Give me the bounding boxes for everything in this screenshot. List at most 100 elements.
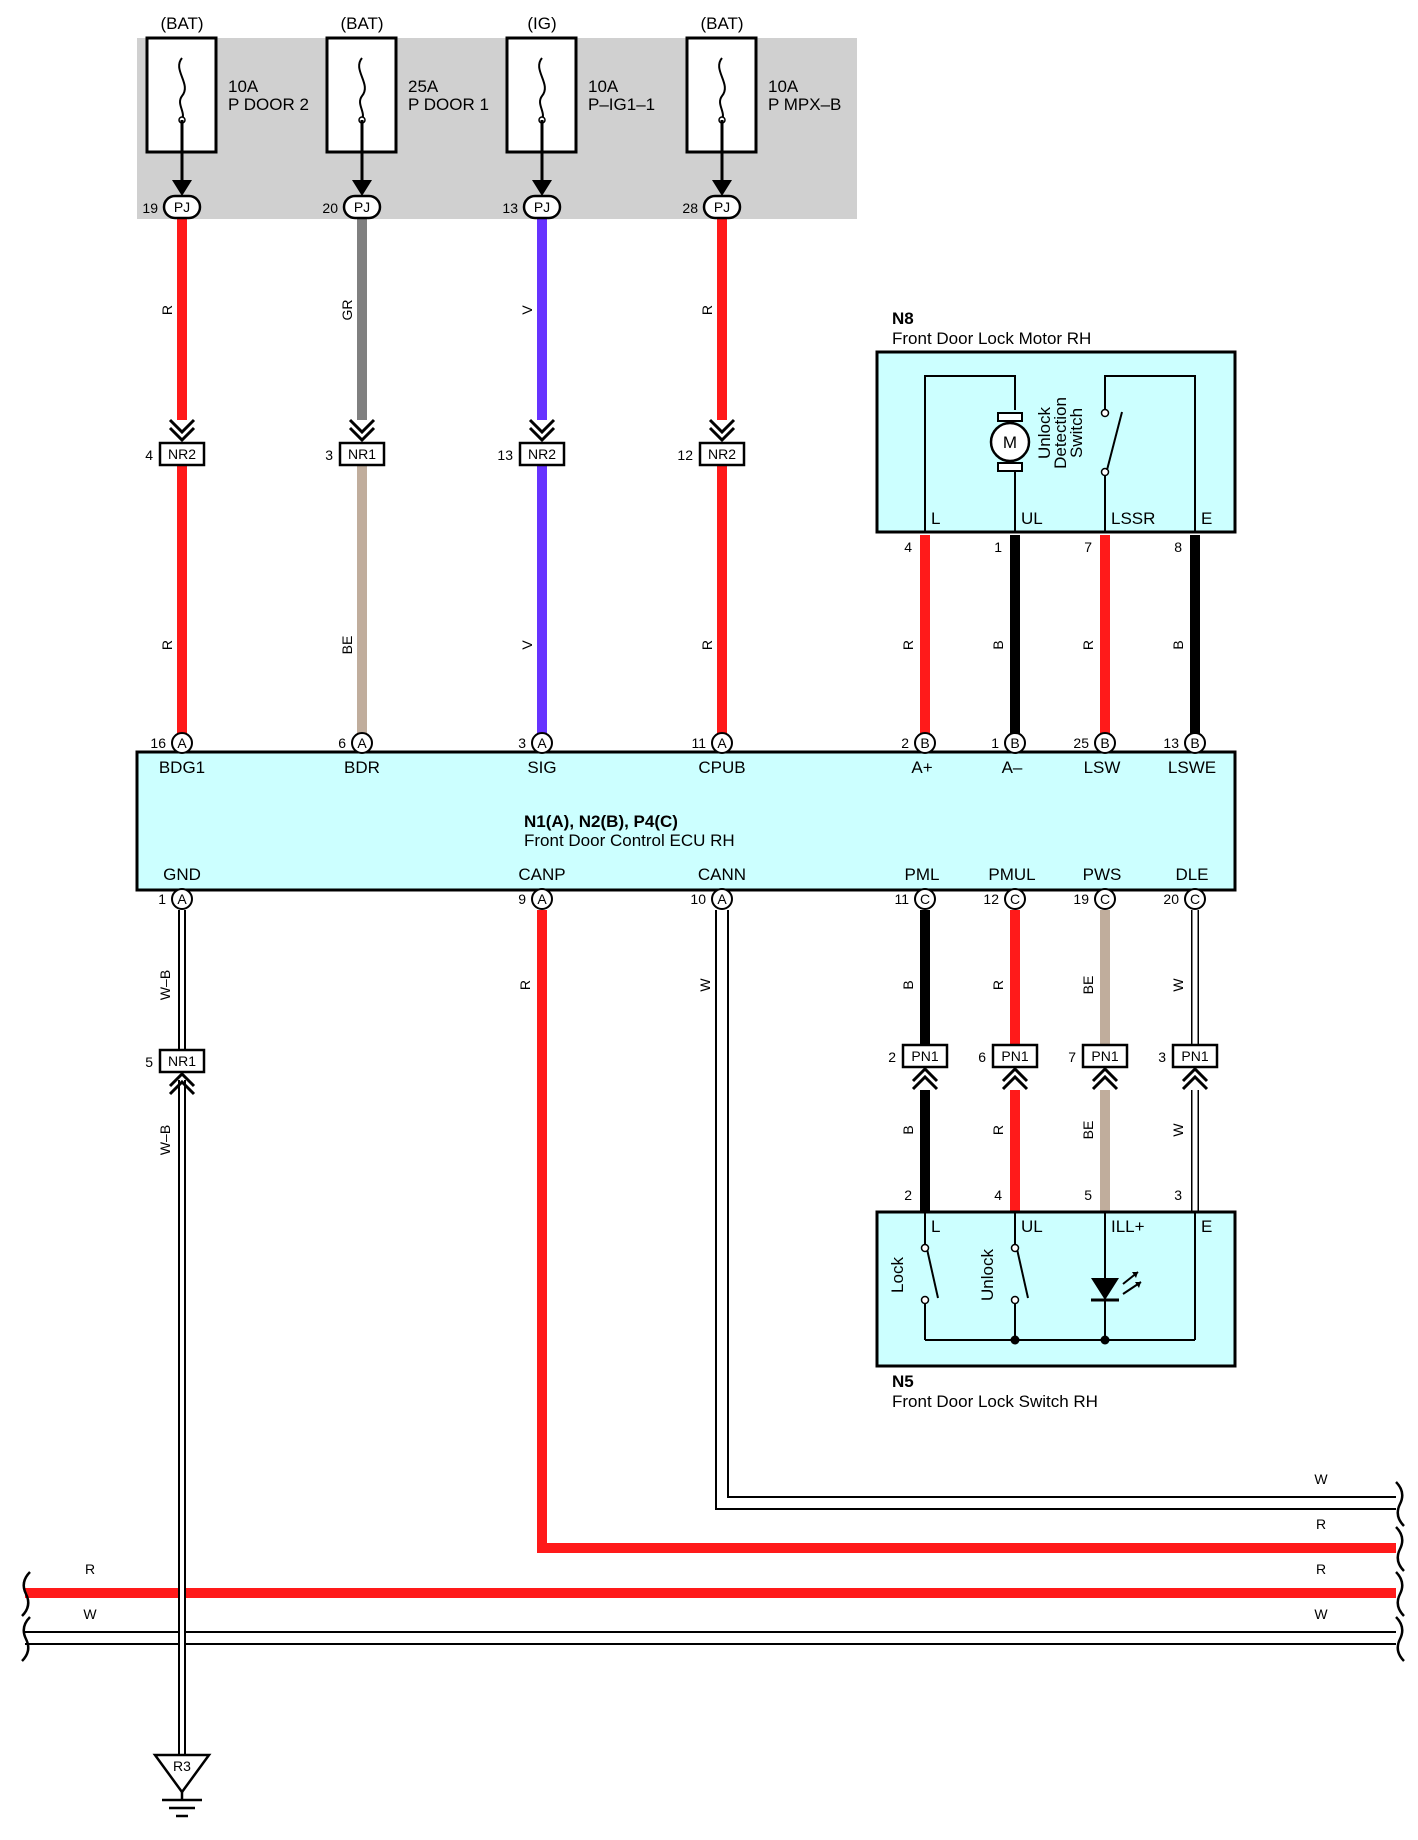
svg-text:13: 13 [1163, 735, 1179, 751]
svg-text:PN1: PN1 [911, 1048, 938, 1064]
svg-text:W: W [1314, 1471, 1328, 1487]
svg-text:C: C [1190, 891, 1200, 907]
svg-text:C: C [920, 891, 930, 907]
svg-text:W: W [1170, 1123, 1186, 1137]
svg-text:A+: A+ [911, 758, 932, 777]
fuse-name: P DOOR 1 [408, 95, 489, 114]
wires-top [177, 218, 1200, 737]
ecu-id: N1(A), N2(B), P4(C) [524, 812, 678, 831]
svg-text:1: 1 [991, 735, 999, 751]
svg-text:NR2: NR2 [528, 446, 556, 462]
svg-text:PMUL: PMUL [988, 865, 1035, 884]
fuse-rating: 10A [228, 77, 259, 96]
svg-text:PJ: PJ [714, 199, 730, 215]
wire-color-labels-top: R GR V R R BE V R R B R B [159, 300, 1186, 655]
nr-junction-1: NR2 4 [145, 418, 206, 467]
svg-text:R: R [517, 980, 533, 990]
fuse-rating: 10A [588, 77, 619, 96]
svg-text:NR1: NR1 [168, 1053, 196, 1069]
fuse-source-label: (BAT) [340, 14, 383, 33]
svg-text:NR2: NR2 [168, 446, 196, 462]
ecu-front-door-control: N1(A), N2(B), P4(C) Front Door Control E… [135, 750, 1237, 892]
svg-text:PML: PML [905, 865, 940, 884]
svg-text:GND: GND [163, 865, 201, 884]
svg-text:CPUB: CPUB [698, 758, 745, 777]
nr-junction-3: NR2 13 [497, 418, 566, 467]
svg-text:20: 20 [322, 200, 338, 216]
svg-text:PJ: PJ [534, 199, 550, 215]
svg-text:C: C [1100, 891, 1110, 907]
pj-28: PJ 28 [682, 194, 742, 220]
svg-text:B: B [920, 735, 929, 751]
fuse-p-door-1: (BAT) 25A P DOOR 1 [325, 14, 489, 154]
svg-text:Unlock: Unlock [1035, 407, 1054, 459]
svg-text:GR: GR [339, 300, 355, 321]
svg-text:19: 19 [1073, 891, 1089, 907]
svg-text:5: 5 [145, 1054, 153, 1070]
svg-text:A–: A– [1002, 758, 1023, 777]
svg-text:W: W [1314, 1606, 1328, 1622]
fuse-source-label: (BAT) [160, 14, 203, 33]
svg-text:E: E [1201, 1217, 1212, 1236]
fuse-rating: 10A [768, 77, 799, 96]
svg-text:10: 10 [690, 891, 706, 907]
svg-text:A: A [717, 735, 727, 751]
svg-text:2: 2 [901, 735, 909, 751]
svg-text:PWS: PWS [1083, 865, 1122, 884]
svg-text:16: 16 [150, 735, 166, 751]
svg-text:PJ: PJ [354, 199, 370, 215]
svg-text:R: R [990, 1125, 1006, 1135]
svg-text:C: C [1010, 891, 1020, 907]
gnd-junction-nr1: NR1 5 [145, 1048, 206, 1096]
pj-13: PJ 13 [502, 194, 562, 220]
svg-text:PJ: PJ [174, 199, 190, 215]
svg-text:11: 11 [691, 735, 706, 751]
svg-text:W: W [1170, 978, 1186, 992]
svg-text:B: B [990, 640, 1006, 649]
svg-text:W: W [697, 978, 713, 992]
lock-switch-n5: 2 4 5 3 L UL ILL+ E [875, 1187, 1237, 1411]
svg-text:ILL+: ILL+ [1111, 1217, 1145, 1236]
pj-20: PJ 20 [322, 194, 382, 220]
svg-text:LSSR: LSSR [1111, 509, 1155, 528]
svg-text:4: 4 [904, 539, 912, 555]
svg-text:3: 3 [1158, 1049, 1166, 1065]
svg-text:5: 5 [1084, 1187, 1092, 1203]
svg-text:PN1: PN1 [1091, 1048, 1118, 1064]
svg-text:LSW: LSW [1084, 758, 1121, 777]
svg-text:W: W [83, 1606, 97, 1622]
svg-text:R: R [900, 640, 916, 650]
fuse-name: P MPX–B [768, 95, 841, 114]
svg-text:SIG: SIG [527, 758, 556, 777]
svg-text:13: 13 [502, 200, 518, 216]
svg-text:BE: BE [1080, 1121, 1096, 1140]
svg-text:4: 4 [145, 447, 153, 463]
fuse-source-label: (IG) [527, 14, 556, 33]
svg-text:V: V [519, 305, 535, 315]
fuse-arrows [172, 180, 732, 196]
svg-text:A: A [717, 891, 727, 907]
svg-text:BE: BE [339, 636, 355, 655]
svg-text:1: 1 [994, 539, 1002, 555]
svg-text:W–B: W–B [157, 970, 173, 1000]
svg-text:NR2: NR2 [708, 446, 736, 462]
svg-text:BE: BE [1080, 976, 1096, 995]
nr-junctions-top: NR2 4 NR1 3 NR2 13 NR2 12 [145, 418, 746, 467]
component-id: N8 [892, 309, 914, 328]
svg-text:BDR: BDR [344, 758, 380, 777]
svg-text:Detection: Detection [1051, 397, 1070, 469]
led-icon [1091, 1271, 1142, 1302]
svg-text:11: 11 [894, 891, 909, 907]
fuse-name: P–IG1–1 [588, 95, 655, 114]
svg-text:CANP: CANP [518, 865, 565, 884]
svg-text:19: 19 [142, 200, 158, 216]
svg-text:7: 7 [1084, 539, 1092, 555]
ground-r3: R3 [152, 1753, 212, 1818]
svg-text:BDG1: BDG1 [159, 758, 205, 777]
lock-motor-n8: N8 Front Door Lock Motor RH M Unlock Det… [875, 309, 1237, 555]
svg-text:28: 28 [682, 200, 698, 216]
svg-text:L: L [931, 1217, 940, 1236]
svg-text:V: V [519, 640, 535, 650]
svg-text:12: 12 [983, 891, 999, 907]
